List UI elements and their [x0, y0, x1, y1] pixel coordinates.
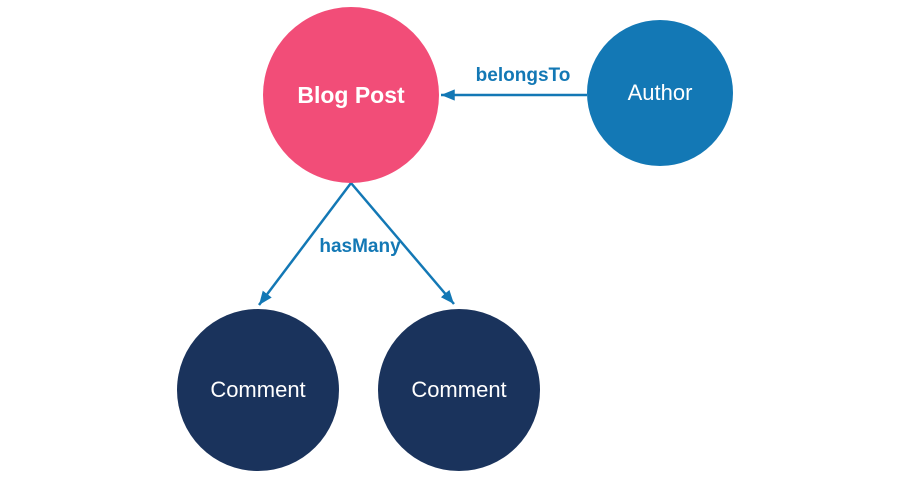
node-author[interactable]: Author	[587, 20, 733, 166]
node-comment-2-label: Comment	[411, 377, 507, 402]
node-blog-post-label: Blog Post	[297, 81, 405, 108]
edge-label-hasmany: hasMany	[319, 236, 401, 257]
node-blog-post[interactable]: Blog Post	[263, 7, 439, 183]
edge-label-belongsto: belongsTo	[475, 65, 571, 86]
node-comment-1-label: Comment	[210, 377, 306, 402]
node-author-label: Author	[627, 80, 693, 105]
node-comment-1[interactable]: Comment	[177, 309, 339, 471]
node-comment-2[interactable]: Comment	[378, 309, 540, 471]
